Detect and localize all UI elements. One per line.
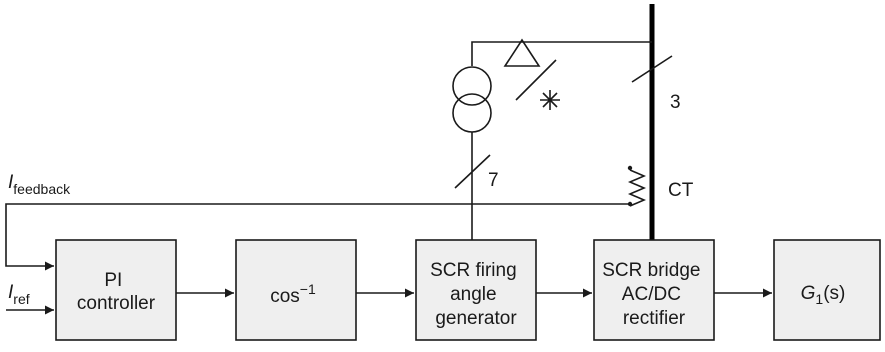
feedback-line: [5, 203, 630, 271]
reference-signal-label: Iref: [8, 282, 30, 307]
arccos-label: cos−1: [270, 281, 316, 307]
scr-bridge-rectifier-label: SCR bridge AC/DC rectifier: [602, 260, 706, 329]
firing-lines-slash: [454, 154, 491, 189]
plant-label: G1(s): [801, 283, 846, 307]
feedback-signal-label: Ifeedback: [8, 172, 71, 197]
current-transformer-icon: [627, 165, 647, 207]
delta-star-icon: [503, 38, 560, 110]
firing-lines-count: 7: [488, 170, 499, 191]
transformer-icon: [452, 66, 492, 133]
pi-controller-label: PI controller: [77, 270, 156, 314]
pi-controller-block: [55, 239, 177, 341]
bus-phase-count: 3: [670, 92, 681, 113]
plant-block: [773, 239, 881, 341]
firing-angle-generator-label: SCR firing angle generator: [430, 260, 522, 329]
arccos-block: [235, 239, 357, 341]
scr-bridge-rectifier-block: [593, 239, 715, 341]
firing-angle-generator-block: [415, 239, 537, 341]
bus-phase-slash: [631, 55, 673, 83]
ct-label: CT: [668, 180, 694, 201]
transformer-feed-wire: [471, 41, 652, 66]
